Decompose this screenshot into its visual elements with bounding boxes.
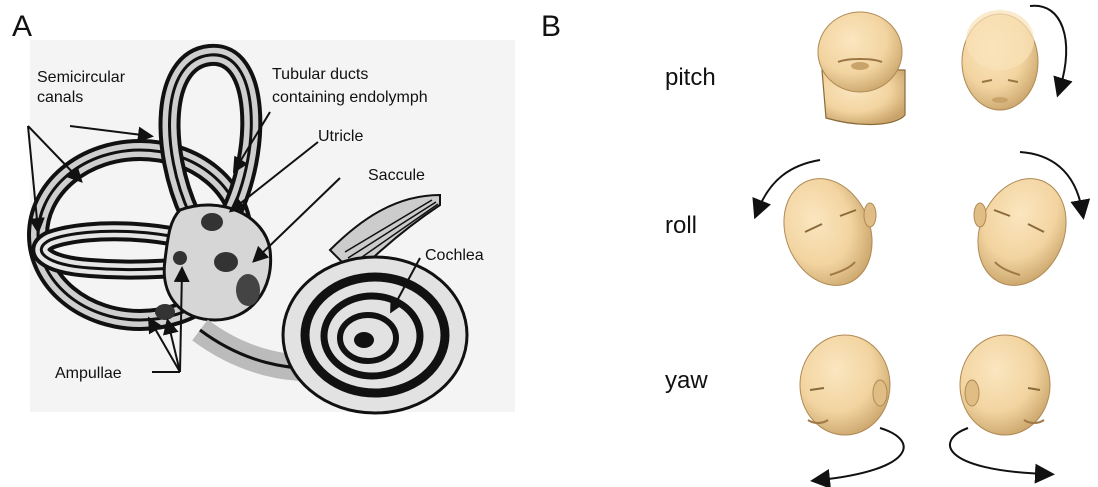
yaw-left-arrow <box>820 428 904 480</box>
ampullae-label: Ampullae <box>55 365 122 382</box>
yaw-head-right <box>960 335 1050 435</box>
saccule-shape <box>214 252 238 272</box>
tubular-label-line1: Tubular ducts <box>272 66 368 83</box>
pitch-head-up <box>818 12 905 124</box>
cochlea-label: Cochlea <box>425 247 484 264</box>
yaw-head-left <box>800 335 890 435</box>
ampulla-upper <box>173 251 187 265</box>
semicircular-label-line2: canals <box>37 89 83 106</box>
roll-head-left <box>768 165 887 298</box>
inner-ear-diagram: Semicircular canals Tubular ducts contai… <box>28 40 515 413</box>
cochlea-spiral <box>283 257 467 413</box>
pitch-head-down <box>962 10 1038 110</box>
roll-head-right <box>962 165 1081 298</box>
utricle-label: Utricle <box>318 128 363 145</box>
saccule-lower-shape <box>236 274 260 306</box>
utricle-shape <box>201 213 223 231</box>
tubular-label-line2: containing endolymph <box>272 89 428 106</box>
ampulla-lower <box>155 304 175 320</box>
semicircular-label-line1: Semicircular <box>37 69 126 86</box>
yaw-right-arrow <box>950 428 1045 474</box>
saccule-label: Saccule <box>368 167 425 184</box>
